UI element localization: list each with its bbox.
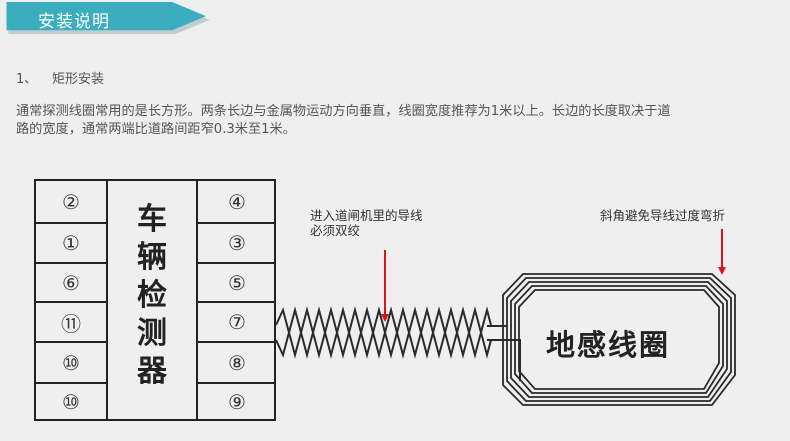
terminal-cell: ③	[198, 222, 276, 262]
detector-label-column: 车 辆 检 测 器	[106, 181, 198, 419]
red-arrow-icon	[718, 229, 726, 275]
corner-annotation: 斜角避免导线过度弯折	[600, 208, 726, 223]
terminal-cell: ⑦	[198, 301, 276, 341]
terminal-cell: ⑪	[36, 301, 106, 341]
terminal-cell: ⑥	[36, 262, 106, 301]
section-title: 矩形安装	[52, 72, 105, 87]
terminal-cell: ⑩	[36, 382, 106, 419]
section-number: 1、	[16, 72, 38, 87]
terminal-cell: ②	[62, 189, 80, 214]
terminal-cell: ④	[228, 189, 246, 214]
section-heading: 1、矩形安装	[16, 68, 104, 87]
vehicle-detector-table: ② ① ⑥ ⑪ ⑩ ⑩ 车 辆 检 测 器 ④ ③ ⑤ ⑦ ⑧ ⑨	[34, 179, 276, 421]
terminal-cell: ⑩	[36, 341, 106, 382]
red-arrow-icon	[381, 250, 389, 322]
banner-arrow-shape	[6, 2, 210, 34]
detector-label: 车 辆 检 测 器	[137, 202, 167, 389]
terminal-cell: ⑨	[198, 382, 276, 419]
right-terminal-column: ④ ③ ⑤ ⑦ ⑧ ⑨	[198, 181, 276, 419]
twisted-pair-wire	[275, 306, 521, 381]
header-banner: 安装说明	[0, 0, 790, 40]
terminal-cell: ①	[36, 222, 106, 262]
terminal-cell: ⑤	[198, 262, 276, 301]
twisted-pair-annotation: 进入道闸机里的导线 必须双绞	[310, 208, 423, 238]
paragraph-line-1: 通常探测线圈常用的是长方形。两条长边与金属物运动方向垂直，线圈宽度推荐为1米以上…	[16, 104, 671, 119]
terminal-cell: ⑧	[198, 341, 276, 382]
paragraph-line-2: 路的宽度，通常两端比道路间距窄0.3米至1米。	[16, 122, 296, 137]
left-terminal-column: ② ① ⑥ ⑪ ⑩ ⑩	[36, 181, 106, 419]
page-title: 安装说明	[38, 12, 110, 32]
ground-loop-coil	[502, 273, 736, 406]
description-paragraph: 通常探测线圈常用的是长方形。两条长边与金属物运动方向垂直，线圈宽度推荐为1米以上…	[16, 103, 786, 139]
coil-label: 地感线圈	[546, 328, 671, 362]
